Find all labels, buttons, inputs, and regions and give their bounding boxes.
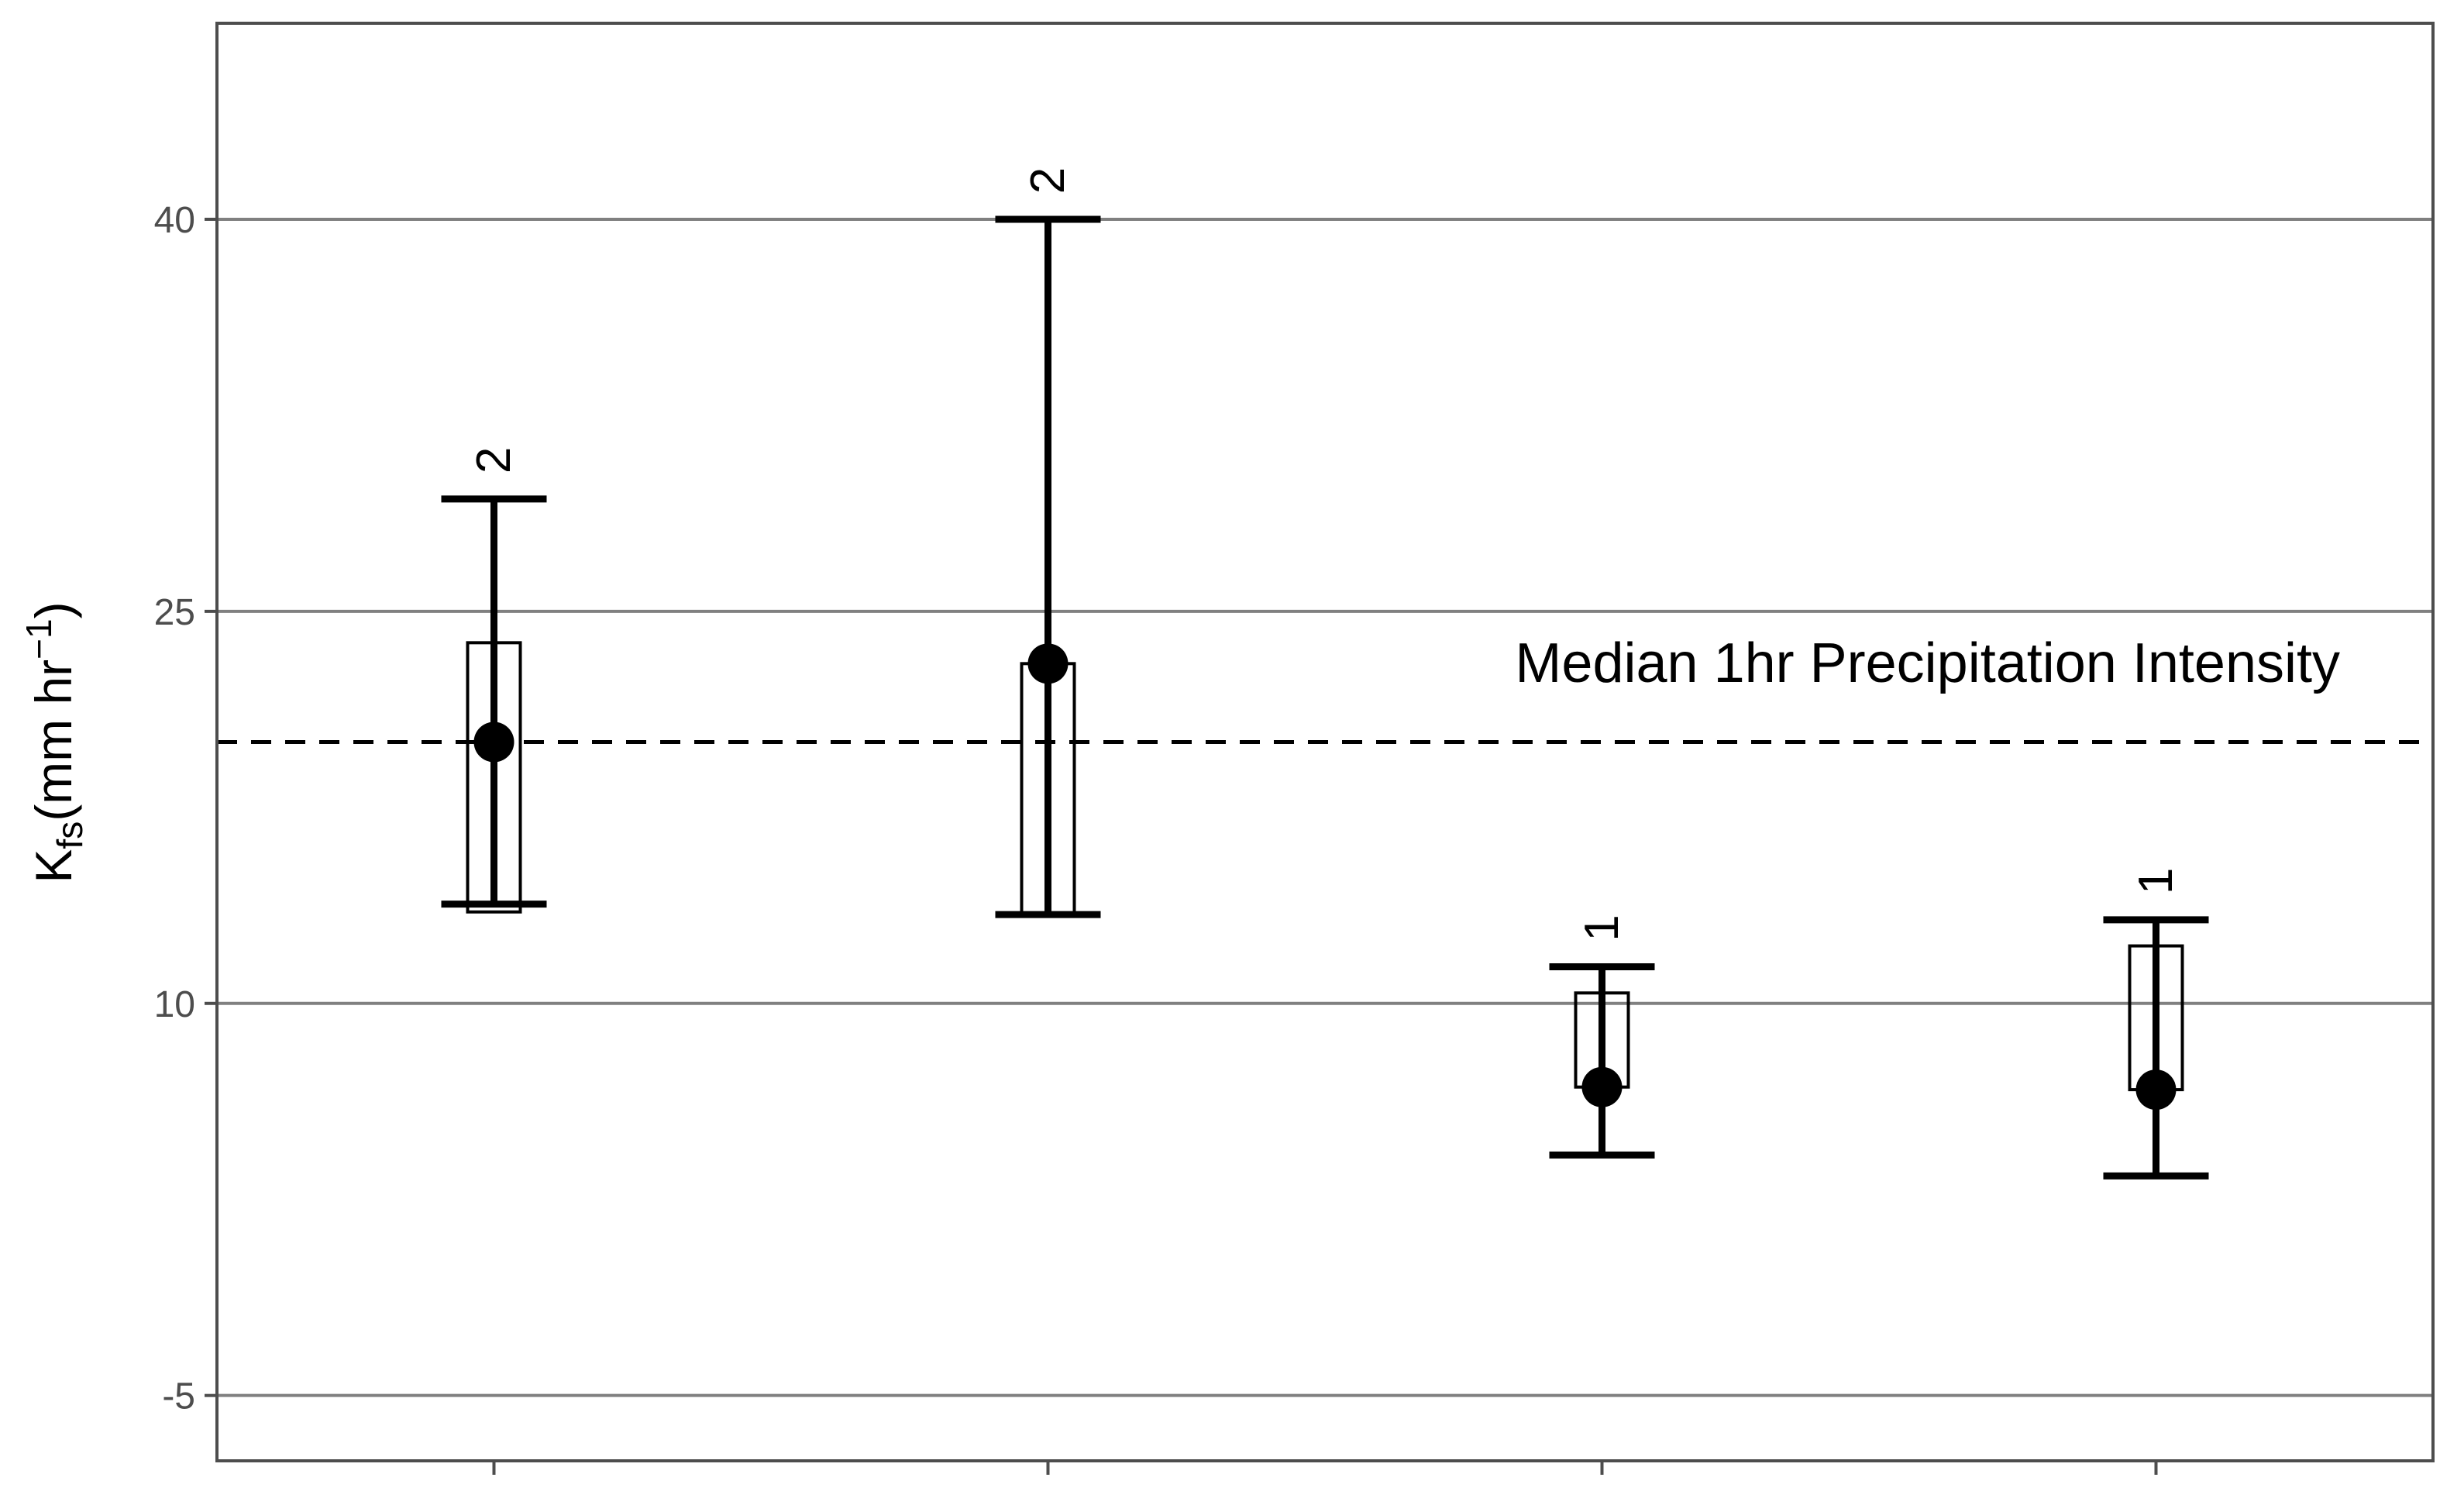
group-4: 1 <box>2103 868 2209 1180</box>
median-point <box>1581 1066 1623 1107</box>
y-axis-title: Kfs(mm hr−1) <box>19 601 90 883</box>
group-3: 1 <box>1549 914 1655 1159</box>
y-axis-title-superscript: −1 <box>19 618 59 659</box>
group-2: 2 <box>995 167 1101 918</box>
group-count-label: 2 <box>1021 167 1075 194</box>
median-point <box>1027 643 1069 684</box>
axis-layer: -5 10 25 40 <box>154 200 2158 1475</box>
y-tick-label: -5 <box>162 1376 195 1417</box>
group-count-label: 1 <box>1575 914 1629 941</box>
y-axis-title-close: ) <box>25 601 82 618</box>
group-count-label: 1 <box>2129 868 2183 894</box>
y-tick-label: 10 <box>154 984 195 1025</box>
y-tick-label: 40 <box>154 200 195 241</box>
y-axis-title-subscript: fs <box>50 821 90 849</box>
reference-layer: Median 1hr Precipitation Intensity <box>217 632 2433 744</box>
group-count-label: 2 <box>467 447 521 474</box>
grid-layer <box>217 217 2433 1397</box>
y-axis-title-base: K <box>25 849 82 883</box>
median-point <box>473 722 514 763</box>
median-point <box>2135 1069 2177 1111</box>
group-1: 2 <box>441 447 547 914</box>
plot-frame <box>215 22 2435 1462</box>
marks-layer: 2 2 1 1 <box>441 167 2209 1180</box>
y-axis-title-paren: (mm hr <box>25 660 82 821</box>
y-tick-label: 25 <box>154 592 195 633</box>
reference-line-label: Median 1hr Precipitation Intensity <box>1515 632 2340 694</box>
